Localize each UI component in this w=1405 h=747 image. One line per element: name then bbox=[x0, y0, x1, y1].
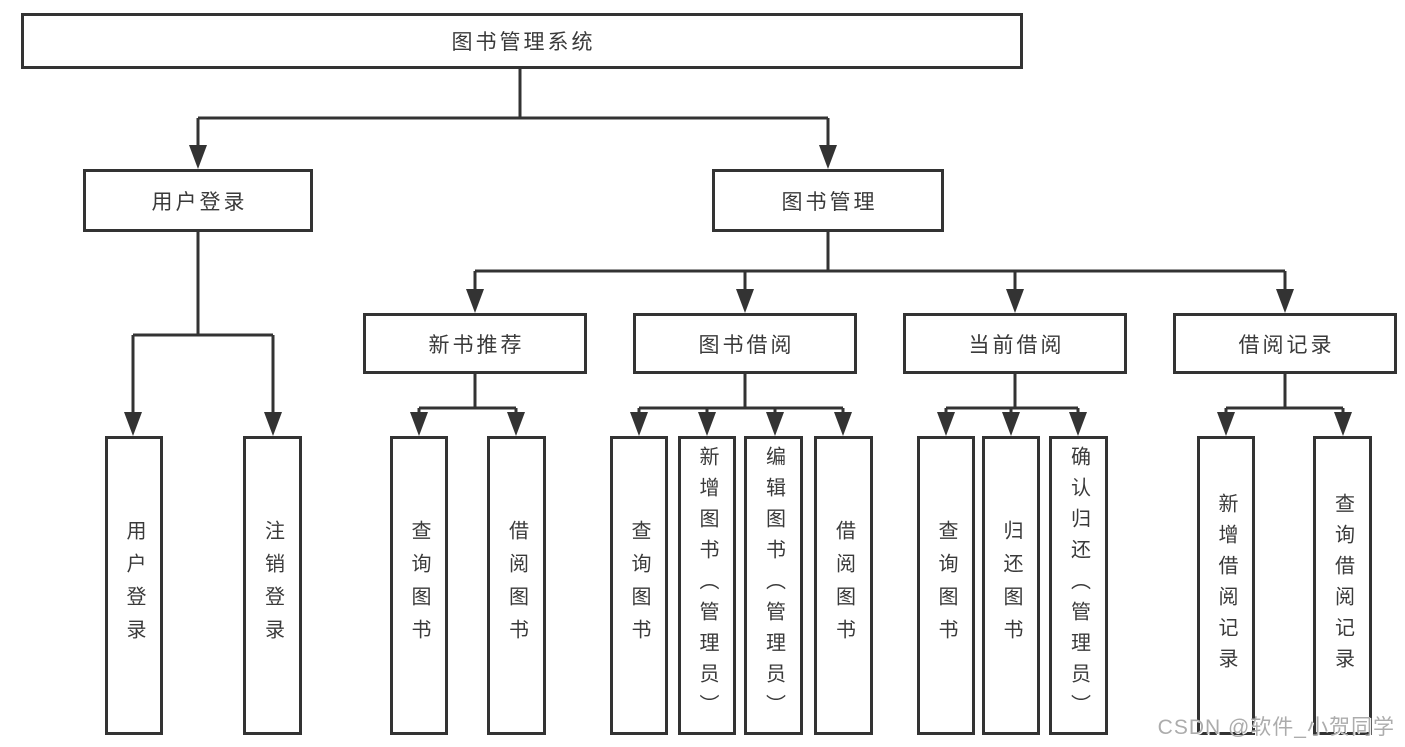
node-library-management-system: 图书管理系统 bbox=[21, 13, 1023, 69]
node-label: 借阅记录 bbox=[1238, 333, 1335, 357]
leaf-label: 借阅图书 bbox=[832, 519, 855, 652]
leaf-label: 新增图书（管理员） bbox=[696, 446, 718, 725]
node-label: 图书借阅 bbox=[698, 333, 795, 357]
node-current-borrowing: 当前借阅 bbox=[903, 313, 1127, 374]
leaf-edit-book-admin: 编辑图书（管理员） bbox=[744, 436, 803, 735]
leaf-query-books-current: 查询图书 bbox=[917, 436, 975, 735]
leaf-borrow-books-recommend: 借阅图书 bbox=[487, 436, 546, 735]
leaf-user-login: 用户登录 bbox=[105, 436, 163, 735]
arrowheads bbox=[124, 145, 1352, 436]
connector-paths bbox=[131, 69, 1345, 415]
leaf-label: 查询图书 bbox=[935, 519, 957, 652]
leaf-query-books-recommend: 查询图书 bbox=[390, 436, 448, 735]
leaf-label: 归还图书 bbox=[1000, 519, 1022, 652]
leaf-label: 确认归还（管理员） bbox=[1067, 446, 1090, 725]
node-label: 用户登录 bbox=[151, 190, 248, 214]
node-borrowing-records: 借阅记录 bbox=[1173, 313, 1397, 374]
node-label: 新书推荐 bbox=[428, 333, 525, 357]
node-book-management: 图书管理 bbox=[712, 169, 944, 232]
csdn-watermark: CSDN @软件_小贺同学 bbox=[1157, 716, 1395, 739]
leaf-borrow-books: 借阅图书 bbox=[814, 436, 873, 735]
leaf-query-borrow-record: 查询借阅记录 bbox=[1313, 436, 1372, 735]
node-book-borrowing: 图书借阅 bbox=[633, 313, 857, 374]
leaf-confirm-return-admin: 确认归还（管理员） bbox=[1049, 436, 1108, 735]
leaf-label: 用户登录 bbox=[123, 519, 145, 652]
leaf-add-borrow-record: 新增借阅记录 bbox=[1197, 436, 1255, 735]
leaf-return-book: 归还图书 bbox=[982, 436, 1040, 735]
leaf-query-books-borrow: 查询图书 bbox=[610, 436, 668, 735]
leaf-logout: 注销登录 bbox=[243, 436, 302, 735]
leaf-label: 查询图书 bbox=[408, 519, 430, 652]
node-user-login: 用户登录 bbox=[83, 169, 313, 232]
node-label: 图书管理 bbox=[781, 190, 878, 214]
node-label: 图书管理系统 bbox=[451, 31, 596, 54]
node-label: 当前借阅 bbox=[968, 333, 1065, 357]
node-new-book-recommend: 新书推荐 bbox=[363, 313, 587, 374]
leaf-label: 编辑图书（管理员） bbox=[762, 446, 785, 725]
leaf-add-book-admin: 新增图书（管理员） bbox=[678, 436, 736, 735]
leaf-label: 注销登录 bbox=[261, 519, 284, 652]
leaf-label: 借阅图书 bbox=[505, 519, 528, 652]
leaf-label: 新增借阅记录 bbox=[1215, 492, 1237, 679]
leaf-label: 查询图书 bbox=[628, 519, 650, 652]
leaf-label: 查询借阅记录 bbox=[1331, 492, 1354, 679]
